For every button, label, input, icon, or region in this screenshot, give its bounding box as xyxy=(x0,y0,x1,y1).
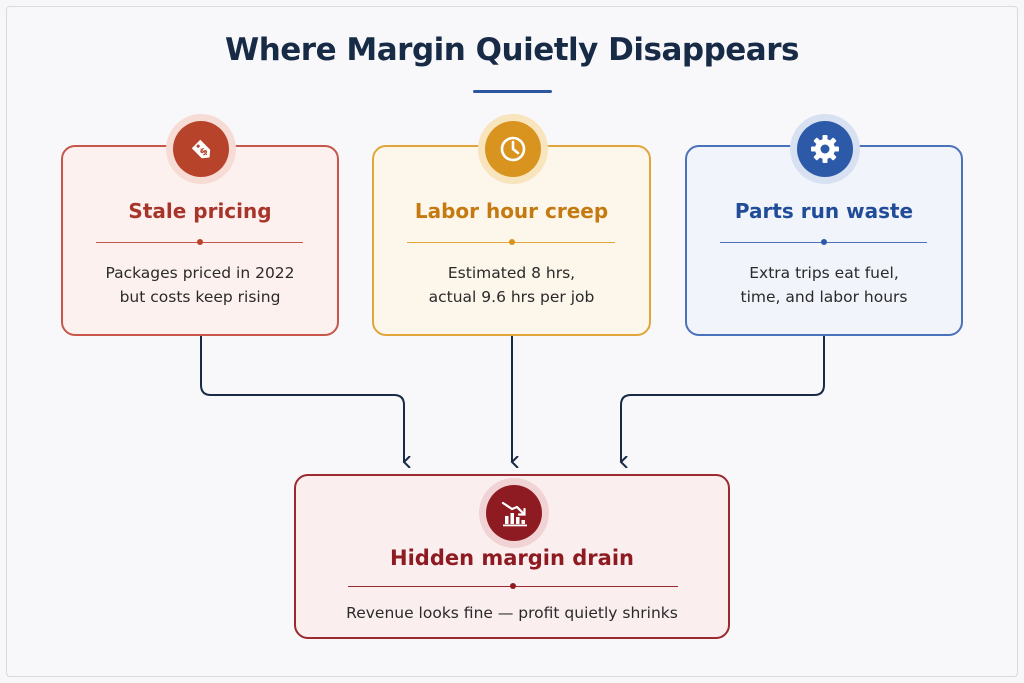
card-title: Hidden margin drain xyxy=(390,546,634,570)
card-title: Stale pricing xyxy=(128,199,272,223)
cause-card-stale-pricing: $ Stale pricing Packages priced in 2022 … xyxy=(61,114,339,336)
description-line: but costs keep rising xyxy=(119,288,281,306)
description-line: Estimated 8 hrs, xyxy=(447,264,576,282)
price-tag-icon: $ xyxy=(191,139,211,159)
page-title: Where Margin Quietly Disappears xyxy=(225,32,799,68)
divider-dot xyxy=(510,583,516,589)
card-description: Packages priced in 2022 but costs keep r… xyxy=(63,261,337,309)
declining-chart-icon xyxy=(501,501,527,527)
divider-dot xyxy=(197,239,203,245)
clock-icon xyxy=(500,136,526,162)
description-line: actual 9.6 hrs per job xyxy=(428,288,595,306)
connector-left xyxy=(200,336,404,462)
icon-badge: $ xyxy=(166,114,236,184)
card-description: Revenue looks fine — profit quietly shri… xyxy=(346,604,678,622)
description-line: Packages priced in 2022 xyxy=(105,264,295,282)
cause-card-parts-run-waste: Parts run waste Extra trips eat fuel, ti… xyxy=(685,114,963,336)
description-line: time, and labor hours xyxy=(740,288,908,306)
result-card-hidden-margin-drain: Hidden margin drain Revenue looks fine —… xyxy=(294,474,730,639)
gear-icon xyxy=(811,135,839,163)
cause-card-labor-hour-creep: Labor hour creep Estimated 8 hrs, actual… xyxy=(372,114,651,336)
card-title: Labor hour creep xyxy=(414,199,609,223)
divider-dot xyxy=(821,239,827,245)
icon-badge xyxy=(478,114,548,184)
connector-right xyxy=(621,336,825,462)
icon-badge xyxy=(479,478,549,548)
divider-dot xyxy=(509,239,515,245)
card-description: Estimated 8 hrs, actual 9.6 hrs per job xyxy=(374,261,649,309)
card-description: Extra trips eat fuel, time, and labor ho… xyxy=(687,261,961,309)
card-title: Parts run waste xyxy=(734,199,914,223)
icon-badge xyxy=(790,114,860,184)
description-line: Extra trips eat fuel, xyxy=(749,264,899,282)
title-underline xyxy=(473,90,552,93)
